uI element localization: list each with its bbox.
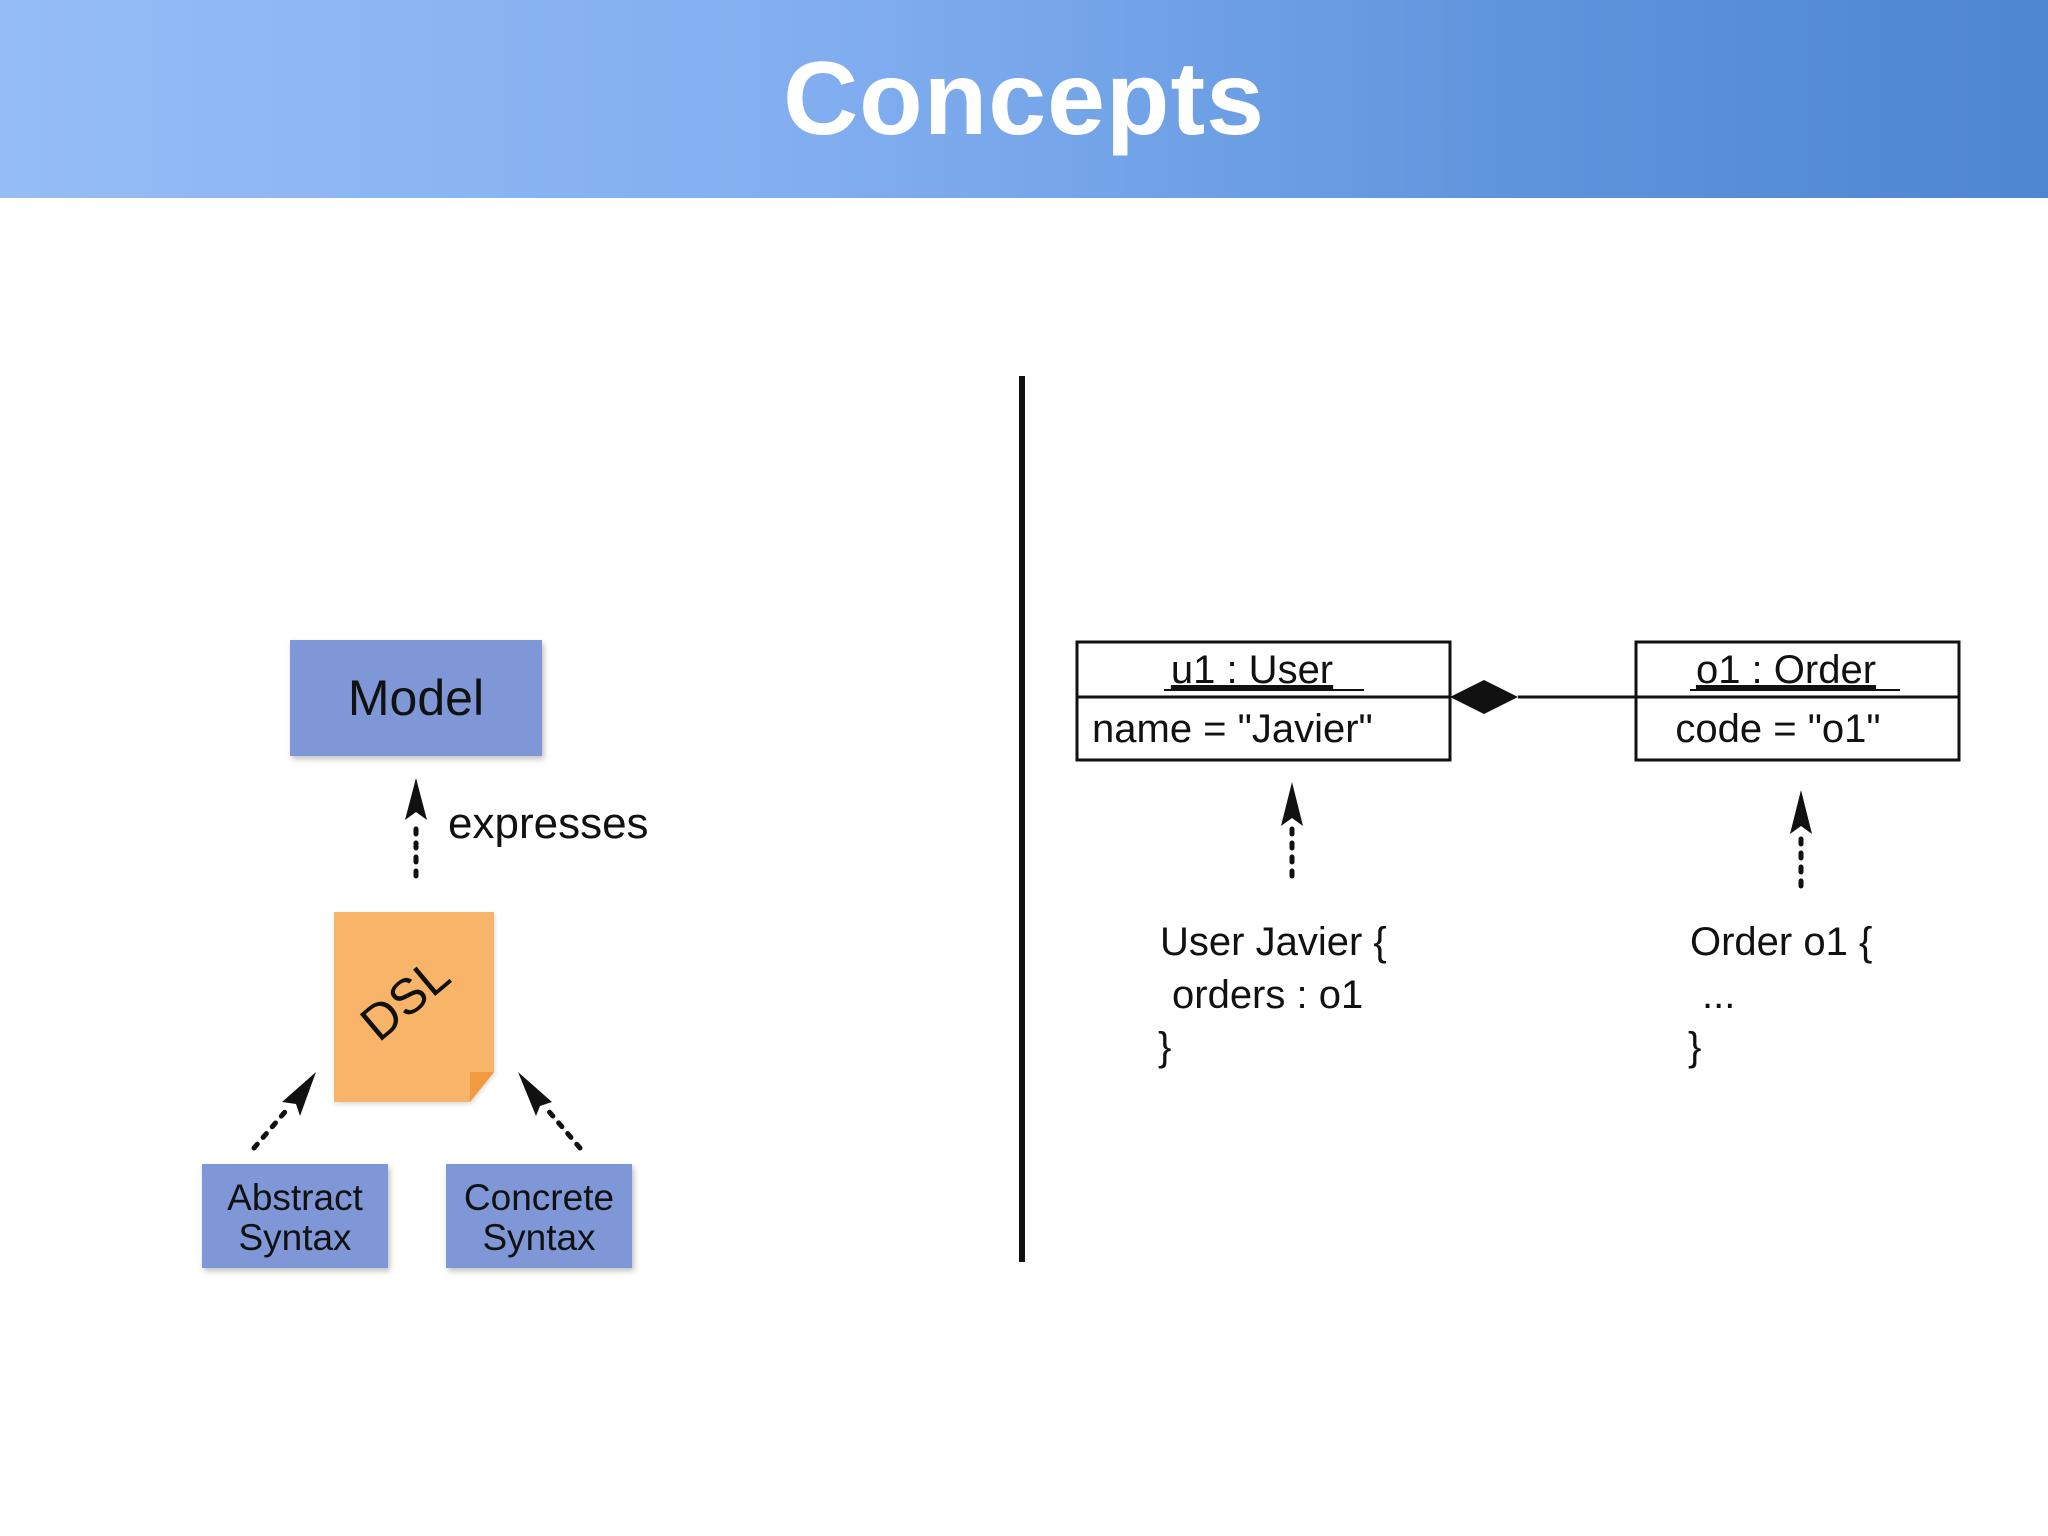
composition-link <box>1450 680 1636 714</box>
order-code-line1: Order o1 { <box>1690 920 1872 964</box>
slide-title: Concepts <box>783 41 1265 157</box>
title-bar <box>0 0 2048 198</box>
model-box: Model <box>290 640 542 756</box>
user-code-line3: } <box>1158 1025 1171 1069</box>
concrete-syntax-arrow <box>518 1072 583 1151</box>
order-object-header: o1 : Order <box>1696 648 1876 692</box>
concrete-syntax-box: Concrete Syntax <box>446 1164 632 1268</box>
abstract-syntax-arrow <box>251 1072 316 1151</box>
order-object-box: o1 : Order code = "o1" <box>1634 640 1961 762</box>
expresses-label: expresses <box>448 799 649 848</box>
abstract-syntax-box: Abstract Syntax <box>202 1164 388 1268</box>
order-code-line3: } <box>1688 1025 1701 1069</box>
expresses-arrow <box>405 778 427 879</box>
user-instance-arrow <box>1281 782 1303 879</box>
user-code-block: User Javier { orders : o1 } <box>1158 920 1387 1069</box>
user-code-line1: User Javier { <box>1160 920 1387 964</box>
user-object-header: u1 : User <box>1171 648 1333 692</box>
user-code-line2: orders : o1 <box>1172 973 1363 1017</box>
concrete-syntax-line1: Concrete <box>464 1177 614 1218</box>
concrete-syntax-line2: Syntax <box>482 1217 596 1258</box>
abstract-syntax-line2: Syntax <box>238 1217 352 1258</box>
dsl-note: DSL <box>334 912 494 1102</box>
order-code-line2: ... <box>1702 973 1735 1017</box>
abstract-syntax-line1: Abstract <box>227 1177 363 1218</box>
user-object-attribute: name = "Javier" <box>1092 707 1373 751</box>
order-instance-arrow <box>1790 790 1812 889</box>
user-object-box: u1 : User name = "Javier" <box>1075 640 1452 762</box>
order-code-block: Order o1 { ... } <box>1688 920 1872 1069</box>
model-label: Model <box>348 670 484 726</box>
composition-diamond-icon <box>1450 680 1518 714</box>
order-object-attribute: code = "o1" <box>1675 707 1880 751</box>
